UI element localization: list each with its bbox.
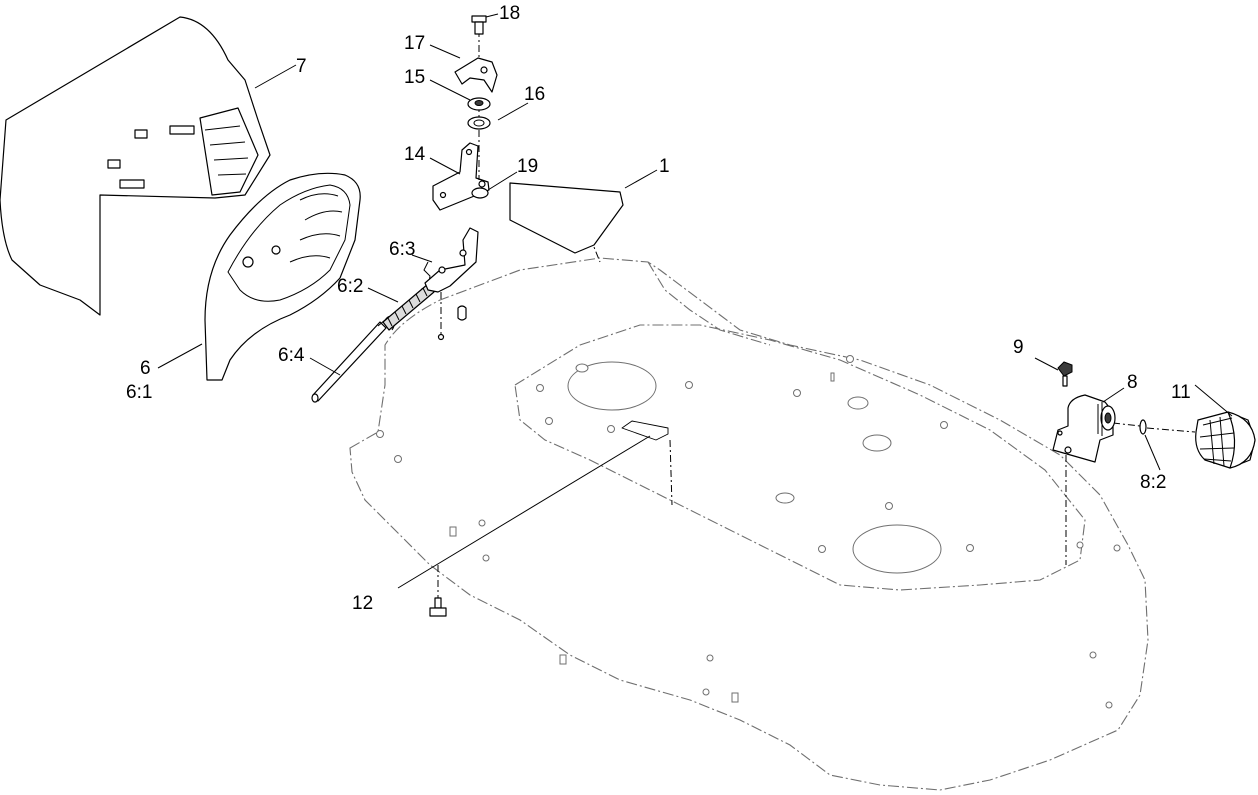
- callout-9: 9: [1013, 337, 1024, 358]
- part-12-decal: [621, 420, 669, 441]
- part-9-bolt: [1057, 361, 1073, 387]
- part-6-4-rod: [311, 321, 387, 403]
- part-7-discharge-chute: [0, 16, 271, 316]
- part-15-washer: [467, 97, 491, 111]
- part-16-spring-washer: [467, 116, 491, 130]
- callout-11: 11: [1171, 382, 1191, 403]
- callout-8-2: 8:2: [1140, 472, 1166, 493]
- callout-14: 14: [404, 144, 426, 165]
- callout-6-3: 6:3: [389, 239, 415, 260]
- part-18-bolt: [471, 15, 487, 35]
- callout-6: 6: [140, 358, 151, 379]
- part-6-deflector: [204, 172, 361, 381]
- part-8-2-o-ring: [1139, 419, 1147, 435]
- callout-1: 1: [659, 156, 670, 177]
- part-6-2-spring: [377, 261, 435, 331]
- part-19-nut: [471, 187, 489, 199]
- callout-labels: 18 17 15 16 14 19 1 6:3 6:2 6:4 7 6 6:1 …: [126, 3, 1191, 614]
- part-14-bracket: [432, 142, 490, 211]
- callout-18: 18: [499, 3, 520, 24]
- callout-7: 7: [296, 56, 307, 77]
- part-17-clip: [454, 57, 498, 93]
- callout-6-2: 6:2: [337, 276, 363, 297]
- callout-17: 17: [404, 33, 425, 54]
- callout-leaders: [157, 13, 1233, 589]
- assembly-centerlines: [437, 30, 1196, 605]
- callout-6-1: 6:1: [126, 382, 152, 403]
- part-8-elbow-fitting: [1052, 394, 1116, 463]
- part-11-cap: [1195, 411, 1256, 469]
- callout-15: 15: [404, 67, 425, 88]
- callout-8: 8: [1127, 372, 1138, 393]
- deck-bolt: [429, 597, 447, 617]
- part-6-3-bracket: [424, 227, 479, 341]
- callout-12: 12: [352, 593, 373, 614]
- part-1-decal: [509, 182, 624, 254]
- callout-19: 19: [517, 156, 538, 177]
- callout-6-4: 6:4: [278, 345, 305, 366]
- callout-16: 16: [524, 84, 545, 105]
- mower-deck: [349, 257, 1149, 791]
